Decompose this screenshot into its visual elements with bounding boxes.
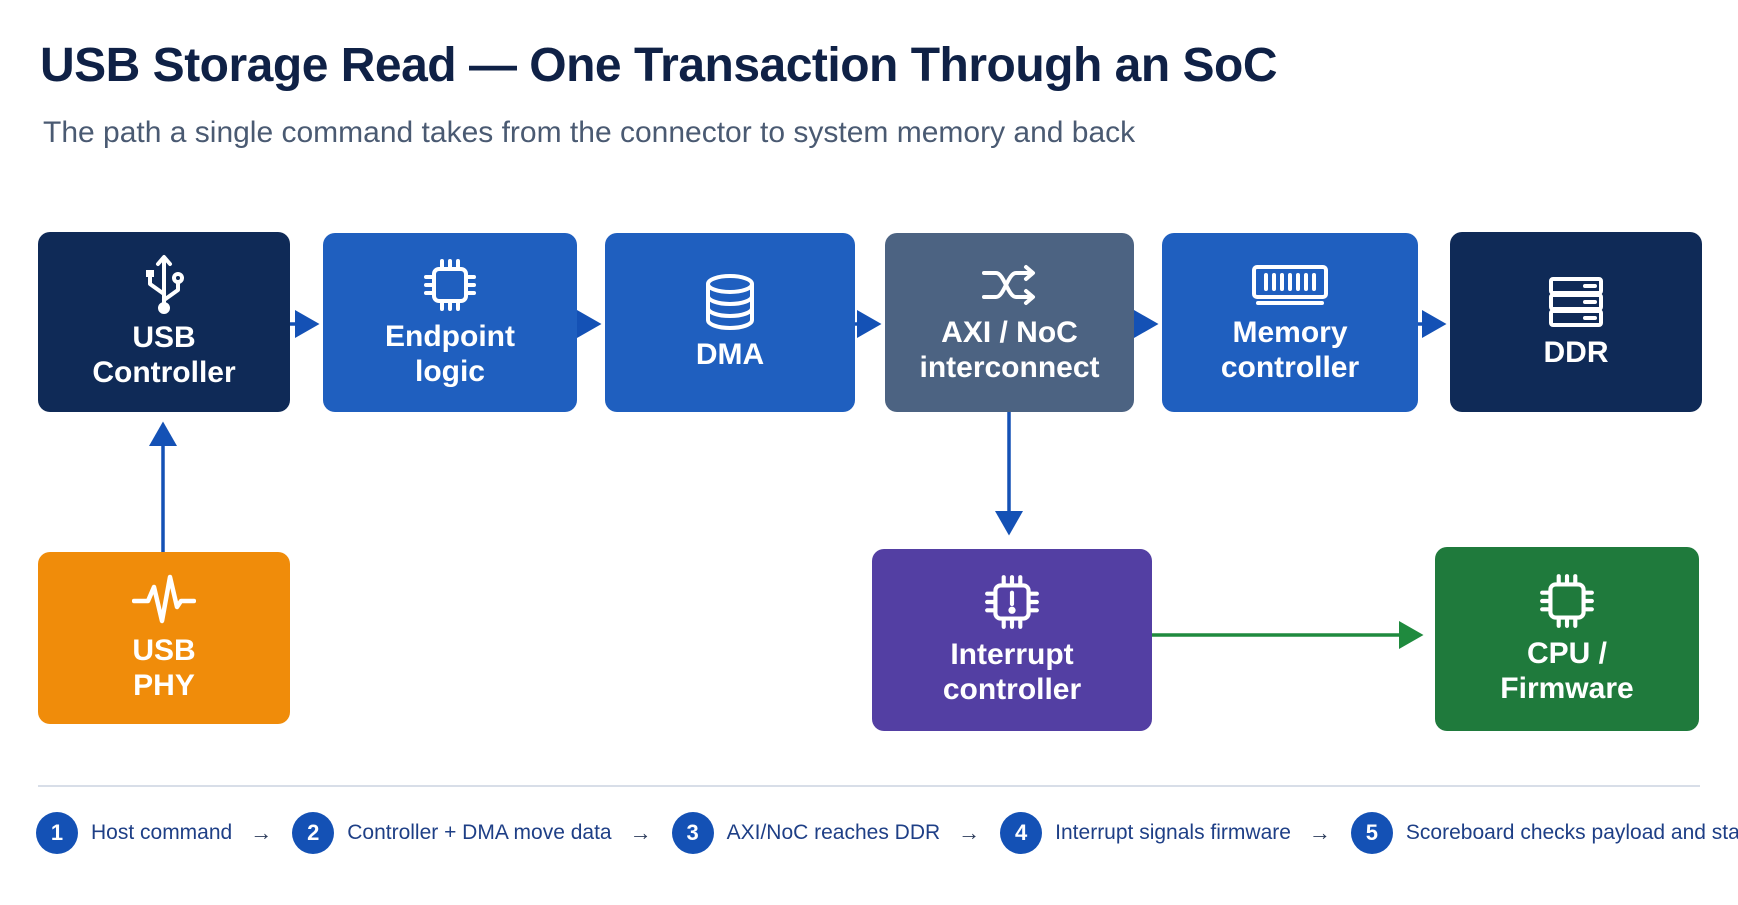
memory-controller-label: Memory controller: [1220, 315, 1360, 384]
step-label: Interrupt signals firmware: [1055, 821, 1291, 844]
step-number: 3: [671, 812, 714, 854]
chip-alert-icon: [983, 573, 1041, 631]
step-label: AXI/NoC reaches DDR: [726, 821, 941, 844]
chip-icon: [1538, 572, 1596, 630]
step-legend: 1 Host command → 2 Controller + DMA move…: [36, 811, 1738, 855]
step-label: Host command: [91, 821, 233, 844]
usb-phy-label: USB PHY: [132, 634, 196, 702]
step-arrow: →: [250, 820, 273, 845]
step-arrow: →: [1308, 820, 1331, 845]
usb-controller-block: USB Controller: [38, 232, 290, 412]
ddr-label: DDR: [1543, 335, 1609, 369]
endpoint-logic-label: Endpoint logic: [385, 319, 515, 388]
step-5: 5 Scoreboard checks payload and status: [1350, 812, 1738, 854]
step-number: 5: [1350, 812, 1393, 854]
server-icon: [1547, 275, 1605, 329]
dma-label: DMA: [695, 338, 765, 371]
diagram-subtitle: The path a single command takes from the…: [43, 116, 1136, 149]
step-arrow: →: [629, 820, 652, 845]
memory-controller-block: Memory controller: [1162, 233, 1418, 412]
step-number: 1: [36, 812, 78, 854]
cpu-firmware-label: CPU / Firmware: [1500, 637, 1634, 705]
chip-icon: [422, 257, 478, 313]
step-2: 2 Controller + DMA move data: [292, 812, 612, 854]
interconnect-block: AXI / NoC interconnect: [885, 233, 1134, 412]
endpoint-logic-block: Endpoint logic: [323, 233, 577, 412]
dma-block: DMA: [605, 233, 855, 412]
usb-controller-label: USB Controller: [92, 321, 236, 389]
step-arrow: →: [958, 820, 981, 845]
interconnect-label: AXI / NoC interconnect: [919, 315, 1100, 384]
interrupt-controller-label: Interrupt controller: [942, 638, 1082, 706]
memory-module-icon: [1250, 261, 1330, 309]
cpu-firmware-block: CPU / Firmware: [1435, 547, 1699, 731]
step-label: Controller + DMA move data: [347, 821, 612, 844]
divider: [38, 785, 1700, 787]
usb-icon: [142, 254, 186, 314]
step-number: 2: [292, 812, 335, 854]
diagram-title: USB Storage Read — One Transaction Throu…: [40, 39, 1278, 92]
usb-phy-block: USB PHY: [38, 552, 290, 724]
database-icon: [702, 273, 758, 331]
step-1: 1 Host command: [36, 812, 232, 854]
step-label: Scoreboard checks payload and status: [1405, 821, 1738, 844]
interrupt-controller-block: Interrupt controller: [872, 549, 1152, 731]
step-number: 4: [1000, 812, 1043, 854]
ddr-block: DDR: [1450, 232, 1702, 412]
waveform-icon: [132, 573, 196, 627]
shuffle-icon: [980, 261, 1040, 309]
step-4: 4 Interrupt signals firmware: [1000, 812, 1291, 854]
step-3: 3 AXI/NoC reaches DDR: [671, 812, 941, 854]
